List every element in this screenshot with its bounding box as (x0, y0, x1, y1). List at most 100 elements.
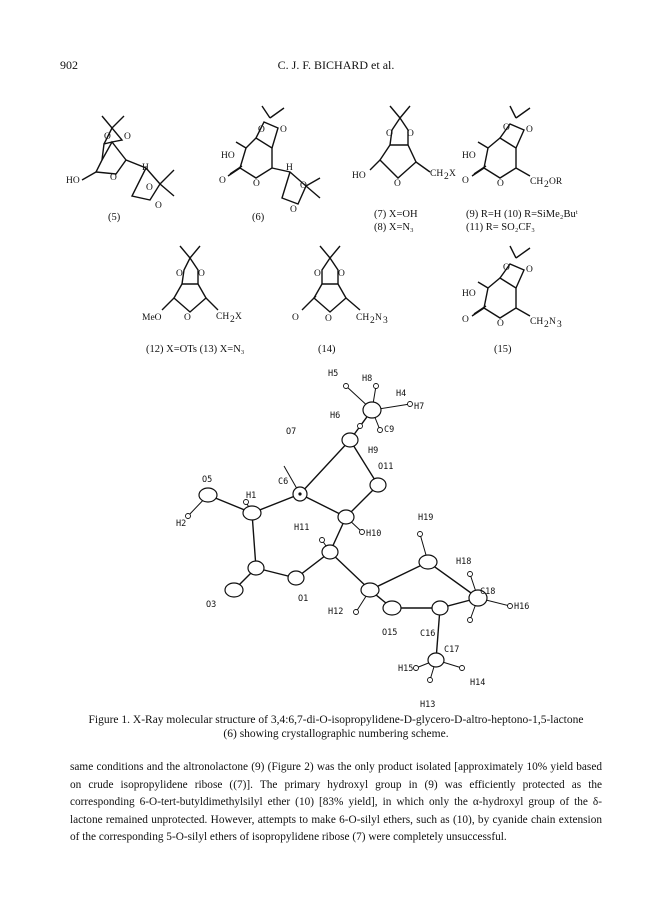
xray-label-c6: C6 (278, 477, 288, 487)
svg-text:O: O (110, 173, 117, 183)
svg-text:O: O (526, 125, 533, 135)
svg-text:HO: HO (352, 171, 366, 181)
xray-label-o15: O15 (382, 628, 397, 638)
xray-label-h2: H2 (176, 519, 186, 529)
svg-text:H: H (142, 163, 149, 173)
svg-text:3: 3 (383, 316, 388, 326)
svg-text:2: 2 (444, 172, 449, 182)
xray-label-h14: H14 (470, 678, 485, 688)
svg-text:O: O (146, 183, 153, 193)
svg-text:MeO: MeO (142, 313, 162, 323)
svg-text:HO: HO (66, 176, 80, 186)
xray-label-h16: H16 (514, 602, 529, 612)
figure-caption: Figure 1. X-Ray molecular structure of 3… (70, 713, 602, 741)
svg-text:O: O (184, 313, 191, 323)
structure-label-6: (6) (252, 212, 265, 223)
svg-text:CH: CH (430, 169, 443, 179)
page-number: 902 (60, 58, 78, 72)
svg-text:O: O (219, 176, 226, 186)
svg-text:O: O (497, 319, 504, 329)
svg-text:O: O (300, 181, 307, 191)
xray-label-h10: H10 (366, 529, 381, 539)
svg-text:O: O (198, 269, 205, 279)
svg-text:HO: HO (462, 151, 476, 161)
structure-5: O O O H HO O O (66, 115, 175, 211)
svg-text:O: O (314, 269, 321, 279)
svg-text:O: O (462, 176, 469, 186)
structure-label-12-13: (12) X=OTs (13) X=N₃ (146, 344, 245, 355)
structure-scheme: O O O H HO O O HO O O O O H O O O O O HO… (66, 105, 578, 710)
svg-text:CH: CH (530, 177, 543, 187)
running-head: C. J. F. BICHARD et al. (277, 58, 395, 72)
svg-text:O: O (290, 205, 297, 215)
svg-text:O: O (292, 313, 299, 323)
svg-text:X: X (449, 169, 456, 179)
svg-text:3: 3 (557, 320, 562, 330)
svg-text:O: O (253, 179, 260, 189)
xray-label-h4: H4 (396, 389, 406, 399)
xray-label-c18: C18 (480, 587, 495, 597)
xray-label-h19: H19 (418, 513, 433, 523)
structure-14: O O O O CH 2 N 3 (292, 245, 388, 326)
xray-label-o1: O1 (298, 594, 308, 604)
svg-text:O: O (503, 123, 510, 133)
xray-label-o3: O3 (206, 600, 216, 610)
structure-label-15: (15) (494, 344, 512, 355)
xray-label-h6: H6 (330, 411, 340, 421)
svg-text:2: 2 (230, 315, 235, 325)
xray-label-h1: H1 (246, 491, 256, 501)
xray-label-h11: H11 (294, 523, 309, 533)
structure-9-11: HO O O O O CH 2 OR (462, 105, 563, 190)
structure-12-13: O O O MeO CH 2 X (142, 245, 242, 325)
xray-label-c16: C16 (420, 629, 435, 639)
figure-caption-line-1: Figure 1. X-Ray molecular structure of 3… (88, 714, 584, 726)
xray-label-h7: H7 (414, 402, 424, 412)
xray-label-h15: H15 (398, 664, 413, 674)
xray-label-c17: C17 (444, 645, 459, 655)
xray-label-o11: O11 (378, 462, 393, 472)
xray-label-h8: H8 (362, 374, 372, 384)
svg-text:2: 2 (544, 180, 549, 190)
structure-label-11: (11) R= SO₂CF₃ (466, 222, 535, 233)
svg-text:OR: OR (549, 177, 563, 187)
structure-label-8: (8) X=N₃ (374, 222, 414, 233)
svg-text:O: O (176, 269, 183, 279)
svg-text:CH: CH (216, 312, 229, 322)
xray-label-o5: O5 (202, 475, 212, 485)
xray-label-h18: H18 (456, 557, 471, 567)
svg-text:O: O (280, 125, 287, 135)
svg-text:N: N (549, 317, 556, 327)
svg-text:O: O (526, 265, 533, 275)
svg-text:O: O (462, 315, 469, 325)
svg-text:CH: CH (356, 313, 369, 323)
svg-text:O: O (258, 125, 265, 135)
svg-text:O: O (497, 179, 504, 189)
svg-text:HO: HO (462, 289, 476, 299)
svg-text:O: O (386, 129, 393, 139)
structure-label-7: (7) X=OH (374, 209, 418, 220)
xray-label-h9: H9 (368, 446, 378, 456)
structure-label-14: (14) (318, 344, 336, 355)
svg-text:O: O (407, 129, 414, 139)
svg-text:2: 2 (544, 320, 549, 330)
svg-text:O: O (104, 132, 111, 142)
structure-6: HO O O O O H O O (219, 105, 321, 215)
svg-text:O: O (338, 269, 345, 279)
svg-text:HO: HO (221, 151, 235, 161)
figure-caption-line-2: (6) showing crystallographic numbering s… (223, 728, 449, 740)
xray-label-o7: O7 (286, 427, 296, 437)
svg-text:2: 2 (370, 316, 375, 326)
xray-label-h13: H13 (420, 700, 435, 710)
structure-label-5: (5) (108, 212, 121, 223)
xray-label-h12: H12 (328, 607, 343, 617)
svg-text:X: X (235, 312, 242, 322)
body-paragraph: same conditions and the altronolactone (… (70, 761, 602, 843)
svg-text:O: O (155, 201, 162, 211)
svg-text:O: O (503, 263, 510, 273)
svg-text:N: N (375, 313, 382, 323)
svg-text:O: O (325, 314, 332, 324)
svg-text:H: H (286, 163, 293, 173)
svg-text:CH: CH (530, 317, 543, 327)
xray-structure (185, 383, 513, 683)
xray-label-h5: H5 (328, 369, 338, 379)
